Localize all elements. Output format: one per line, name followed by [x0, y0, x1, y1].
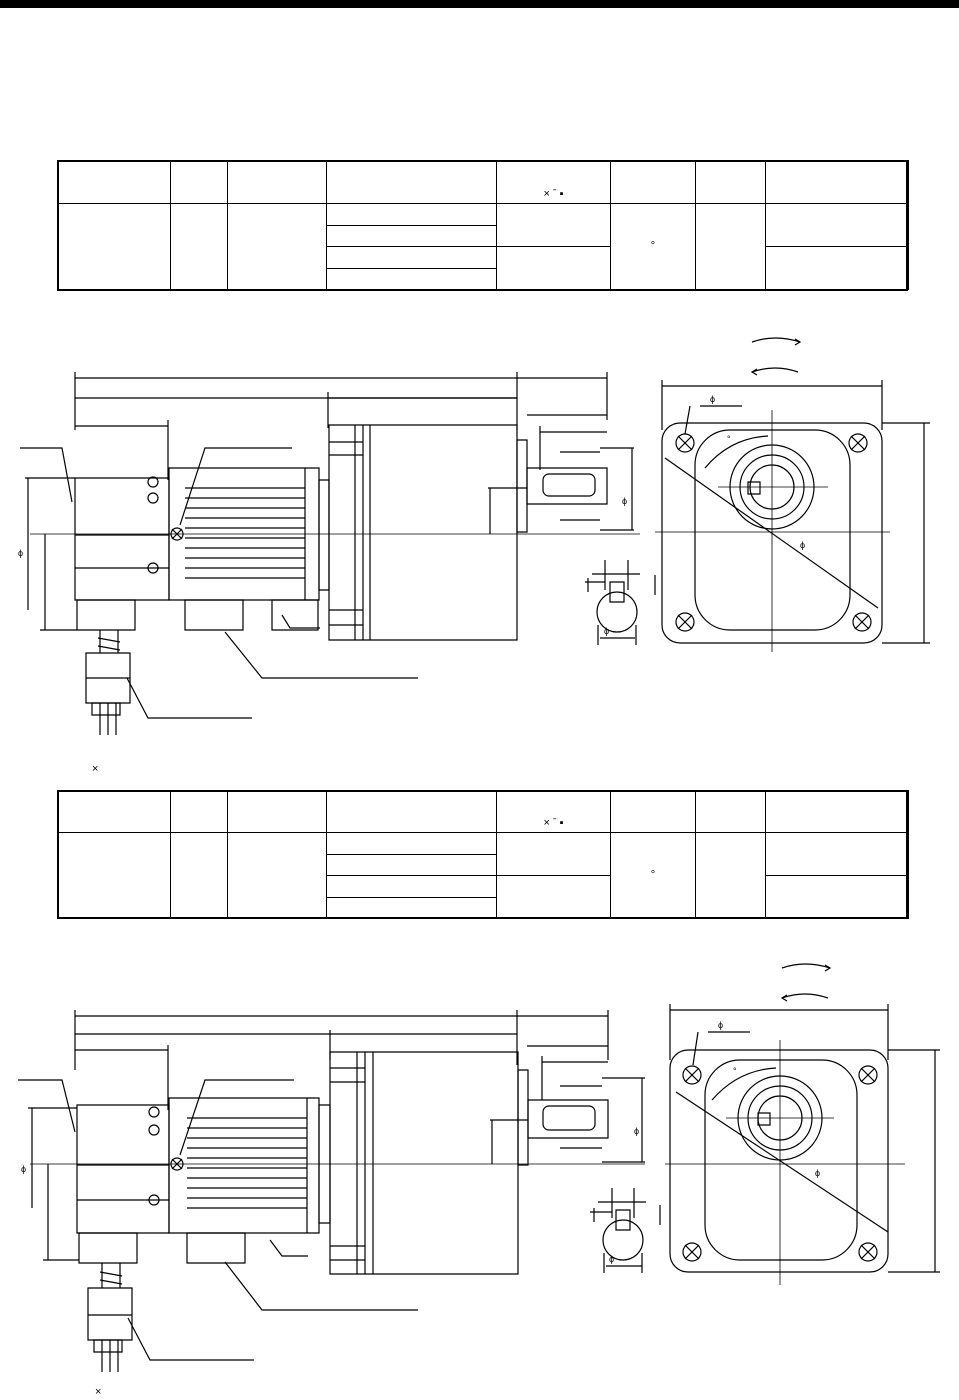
body-cell-4d [326, 268, 497, 290]
rotation-arrow-ccw [782, 994, 828, 998]
header-cell-2 [170, 160, 228, 204]
body-cell-3 [227, 832, 327, 919]
encoder-housing [77, 1105, 169, 1233]
header-cell-1 [57, 160, 171, 204]
header-cell-4 [326, 160, 497, 204]
dia-label-5: ϕ [604, 626, 609, 636]
gear-head [330, 1052, 518, 1274]
dia-label-4: ϕ [18, 548, 23, 558]
body-cell-7 [695, 832, 766, 919]
header-cell-4 [326, 790, 497, 833]
body-cell-4c [326, 246, 497, 269]
note-mark-2: × [95, 1386, 102, 1398]
deg-label: ° [727, 434, 731, 444]
header-cell-7 [695, 160, 766, 204]
deg-label: ° [733, 1066, 737, 1076]
dia-label-4: ϕ [21, 1164, 26, 1174]
dia-label-3: ϕ [634, 1126, 639, 1136]
body-cell-8a [765, 203, 909, 247]
rotation-arrow-ccw [752, 368, 798, 372]
header-cell-8 [765, 790, 909, 833]
spec-table-1: × ˉ ▪ ° [57, 160, 909, 290]
body-cell-8a [765, 832, 909, 876]
flange-front [670, 1050, 888, 1272]
dia-label-1: ϕ [710, 394, 715, 404]
motor-drawing-2: ϕ ϕ ϕ ϕ ϕ ° [0, 950, 959, 1400]
body-cell-1 [57, 203, 171, 290]
body-cell-1 [57, 832, 171, 919]
output-shaft [527, 468, 607, 504]
output-shaft [528, 1100, 608, 1138]
motor-drawing-1: ϕ ϕ ϕ ϕ ϕ ° [18, 320, 959, 770]
body-cell-5a [496, 832, 611, 876]
dia-label-2: ϕ [800, 540, 805, 550]
rotation-arrow-cw [752, 338, 800, 342]
gear-head [329, 425, 517, 640]
encoder-housing [75, 478, 169, 600]
body-cell-4b [326, 854, 497, 876]
header-marks: × ˉ ▪ [543, 188, 564, 200]
spec-table-2: × ˉ ▪ ° [57, 790, 909, 919]
shaft-section [603, 1220, 643, 1260]
body-cell-4a [326, 203, 497, 226]
header-cell-5: × ˉ ▪ [496, 160, 611, 204]
body-cell-3 [227, 203, 327, 290]
degree-mark: ° [650, 869, 656, 881]
header-cell-1 [57, 790, 171, 833]
header-cell-7 [695, 790, 766, 833]
header-cell-6 [610, 790, 696, 833]
page-top-bar [0, 0, 959, 8]
header-marks: × ˉ ▪ [543, 817, 564, 829]
dia-label-5: ϕ [609, 1254, 614, 1264]
degree-mark: ° [650, 240, 656, 252]
body-cell-4a [326, 832, 497, 855]
body-cell-4c [326, 875, 497, 898]
body-cell-5b [496, 246, 611, 290]
body-cell-6: ° [610, 203, 696, 290]
body-cell-4d [326, 897, 497, 919]
body-cell-2 [170, 832, 228, 919]
body-cell-5b [496, 875, 611, 919]
body-cell-5a [496, 203, 611, 247]
dia-label-2: ϕ [815, 1168, 820, 1178]
body-cell-6: ° [610, 832, 696, 919]
note-mark-1: × [92, 763, 99, 775]
body-cell-8b [765, 875, 909, 919]
dia-label-3: ϕ [622, 496, 627, 506]
header-cell-6 [610, 160, 696, 204]
header-cell-8 [765, 160, 909, 204]
dia-label-1: ϕ [718, 1020, 723, 1030]
body-cell-8b [765, 246, 909, 290]
body-cell-4b [326, 225, 497, 247]
header-cell-3 [227, 790, 327, 833]
header-cell-5: × ˉ ▪ [496, 790, 611, 833]
header-cell-2 [170, 790, 228, 833]
connector [88, 1288, 132, 1340]
body-cell-2 [170, 203, 228, 290]
rotation-arrow-cw [782, 964, 830, 968]
shaft-section [597, 592, 637, 632]
body-cell-7 [695, 203, 766, 290]
header-cell-3 [227, 160, 327, 204]
